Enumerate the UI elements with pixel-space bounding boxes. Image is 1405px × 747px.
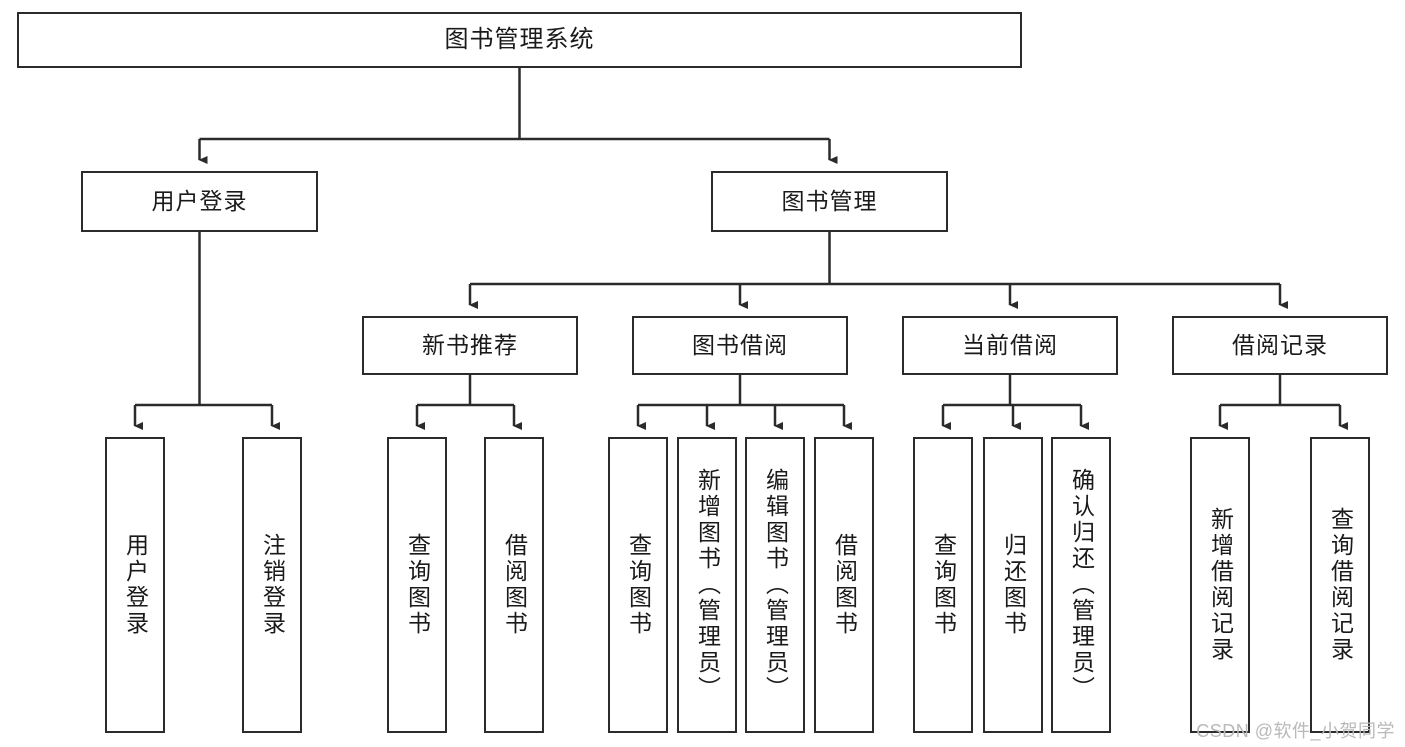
node-leaf-query-3[interactable]: 查询图书: [913, 437, 973, 733]
node-user-login[interactable]: 用户登录: [81, 171, 318, 232]
node-leaf-add-rec[interactable]: 新增借阅记录: [1190, 437, 1250, 733]
node-label: 确认归还（管理员）: [1068, 468, 1095, 702]
node-label: 编辑图书（管理员）: [762, 468, 789, 702]
node-label: 查询图书: [930, 533, 957, 637]
node-label: 用户登录: [151, 188, 248, 215]
node-leaf-return[interactable]: 归还图书: [983, 437, 1043, 733]
node-label: 当前借阅: [962, 332, 1058, 359]
node-leaf-query-2[interactable]: 查询图书: [608, 437, 668, 733]
node-current-borrow[interactable]: 当前借阅: [902, 316, 1118, 375]
node-label: 用户登录: [122, 533, 149, 637]
node-leaf-logout[interactable]: 注销登录: [242, 437, 302, 733]
node-label: 查询图书: [404, 533, 431, 637]
node-label: 新增图书（管理员）: [694, 468, 721, 702]
node-leaf-user-login[interactable]: 用户登录: [105, 437, 165, 733]
node-leaf-borrow-2[interactable]: 借阅图书: [814, 437, 874, 733]
node-leaf-add-book[interactable]: 新增图书（管理员）: [677, 437, 737, 733]
node-root[interactable]: 图书管理系统: [17, 12, 1022, 68]
node-borrow-record[interactable]: 借阅记录: [1172, 316, 1388, 375]
node-book-manage[interactable]: 图书管理: [711, 171, 948, 232]
node-label: 查询借阅记录: [1327, 507, 1354, 663]
node-label: 注销登录: [259, 533, 286, 637]
node-label: 图书管理系统: [444, 26, 595, 54]
node-new-book-rec[interactable]: 新书推荐: [362, 316, 578, 375]
node-label: 新增借阅记录: [1207, 507, 1234, 663]
node-leaf-confirm[interactable]: 确认归还（管理员）: [1051, 437, 1111, 733]
node-leaf-query-rec[interactable]: 查询借阅记录: [1310, 437, 1370, 733]
node-label: 图书借阅: [692, 332, 788, 359]
watermark-text: CSDN @软件_小贺同学: [1196, 721, 1395, 741]
node-leaf-query-1[interactable]: 查询图书: [387, 437, 447, 733]
node-label: 借阅图书: [831, 533, 858, 637]
node-leaf-borrow-1[interactable]: 借阅图书: [484, 437, 544, 733]
node-leaf-edit-book[interactable]: 编辑图书（管理员）: [745, 437, 805, 733]
node-label: 新书推荐: [422, 332, 518, 359]
node-label: 归还图书: [1000, 533, 1027, 637]
node-label: 查询图书: [625, 533, 652, 637]
node-label: 借阅记录: [1232, 332, 1328, 359]
node-label: 借阅图书: [501, 533, 528, 637]
node-label: 图书管理: [781, 188, 878, 215]
node-book-borrow[interactable]: 图书借阅: [632, 316, 848, 375]
